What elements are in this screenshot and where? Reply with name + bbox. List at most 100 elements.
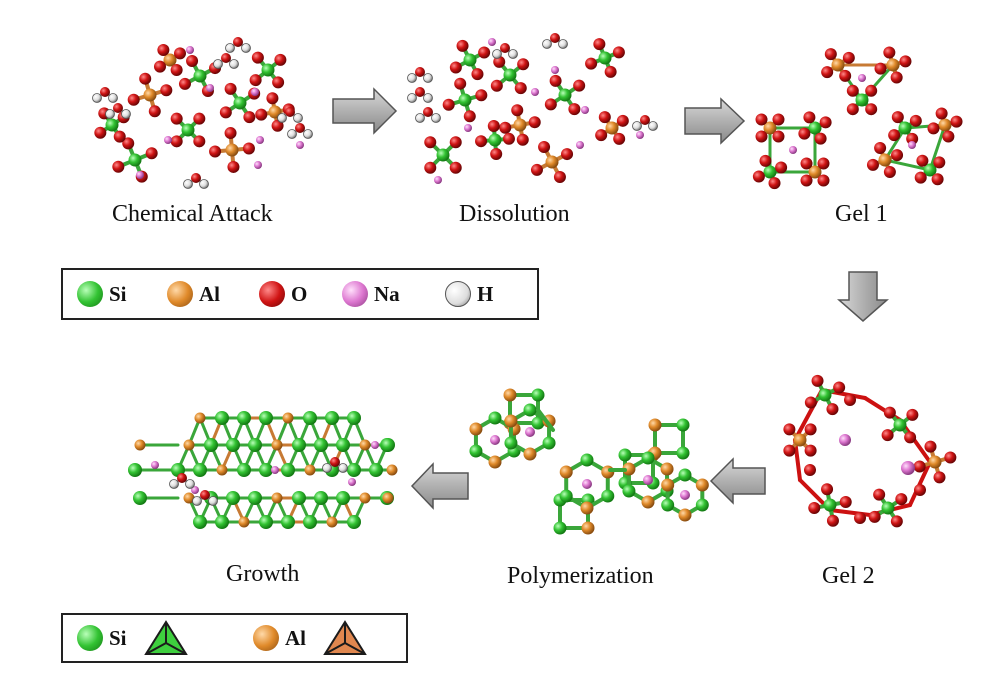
si-atom (676, 446, 690, 460)
na-atom (348, 478, 356, 486)
si-atom (281, 463, 295, 477)
si-atom (580, 453, 594, 467)
si-atom (601, 489, 615, 503)
bond (908, 460, 932, 507)
legend-item-si: Si (77, 270, 127, 318)
al-atom (648, 418, 662, 432)
o-atom (442, 98, 455, 111)
si-atom (523, 403, 537, 417)
h-atom (192, 496, 202, 506)
o-atom (274, 53, 287, 66)
o-atom (415, 87, 425, 97)
si-atom (259, 515, 273, 529)
al-atom (304, 464, 316, 476)
na-ball-icon (342, 281, 368, 307)
o-atom (424, 136, 437, 149)
si-atom (763, 165, 777, 179)
h-atom (293, 113, 303, 123)
o-atom (449, 61, 462, 74)
o-atom (423, 107, 433, 117)
o-atom (883, 166, 896, 179)
al-atom (225, 143, 239, 157)
na-atom (636, 131, 644, 139)
si-atom (215, 411, 229, 425)
si-atom (553, 521, 567, 535)
si-atom (823, 498, 837, 512)
gel2-structure (783, 374, 957, 528)
si-atom (233, 96, 247, 110)
si-atom (325, 411, 339, 425)
o-atom (530, 163, 543, 176)
na-atom (908, 141, 916, 149)
si-atom (336, 438, 350, 452)
h-atom (542, 39, 552, 49)
si-atom (898, 121, 912, 135)
o-atom (842, 51, 855, 64)
o-atom (817, 174, 830, 187)
si-atom (181, 123, 195, 137)
o-atom (924, 440, 937, 453)
o-atom (904, 431, 917, 444)
o-atom (800, 157, 813, 170)
si-atom (488, 133, 502, 147)
o-atom (145, 147, 158, 160)
na-atom (191, 486, 199, 494)
h-atom (415, 113, 425, 123)
legend-item-si-tetra: Si (77, 615, 189, 661)
h-atom (423, 73, 433, 83)
al-atom (359, 492, 371, 504)
na-atom (254, 161, 262, 169)
na-atom (525, 427, 535, 437)
na-atom (576, 141, 584, 149)
o-atom (177, 473, 187, 483)
o-atom (866, 158, 879, 171)
al-atom (183, 492, 195, 504)
o-atom (514, 82, 527, 95)
o-atom (100, 87, 110, 97)
na-atom (839, 434, 851, 446)
o-atom (487, 120, 500, 133)
si-atom (504, 436, 518, 450)
o-atom (112, 160, 125, 173)
o-atom (490, 147, 503, 160)
bond (883, 158, 932, 172)
na-atom (789, 146, 797, 154)
si-atom (598, 51, 612, 65)
h-atom (423, 93, 433, 103)
na-atom (680, 490, 690, 500)
al-tetrahedron-icon (323, 620, 367, 655)
o-atom (170, 135, 183, 148)
h-atom (338, 463, 348, 473)
o-atom (916, 154, 929, 167)
o-atom (200, 490, 210, 500)
o-atom (821, 66, 834, 79)
si-atom (531, 416, 545, 430)
o-atom (517, 58, 530, 71)
o-atom (330, 457, 340, 467)
o-atom (463, 110, 476, 123)
si-atom (855, 93, 869, 107)
o-atom (775, 161, 788, 174)
na-atom (186, 46, 194, 54)
o-atom (772, 130, 785, 143)
o-atom (122, 137, 135, 150)
o-atom (808, 501, 821, 514)
h-atom (229, 59, 239, 69)
o-atom (255, 108, 268, 121)
o-atom (798, 127, 811, 140)
al-atom (216, 464, 228, 476)
h-atom (407, 73, 417, 83)
o-atom (193, 112, 206, 125)
o-atom (285, 107, 295, 117)
h-atom (632, 121, 642, 131)
si-atom (469, 444, 483, 458)
si-atom (893, 418, 907, 432)
o-atom (449, 161, 462, 174)
o-atom (804, 464, 816, 476)
o-atom (271, 119, 284, 132)
legend-item-al-tetra: Al (253, 615, 368, 661)
na-atom (551, 66, 559, 74)
o-atom (909, 114, 922, 127)
al-atom (163, 53, 177, 67)
o-atom (752, 170, 765, 183)
